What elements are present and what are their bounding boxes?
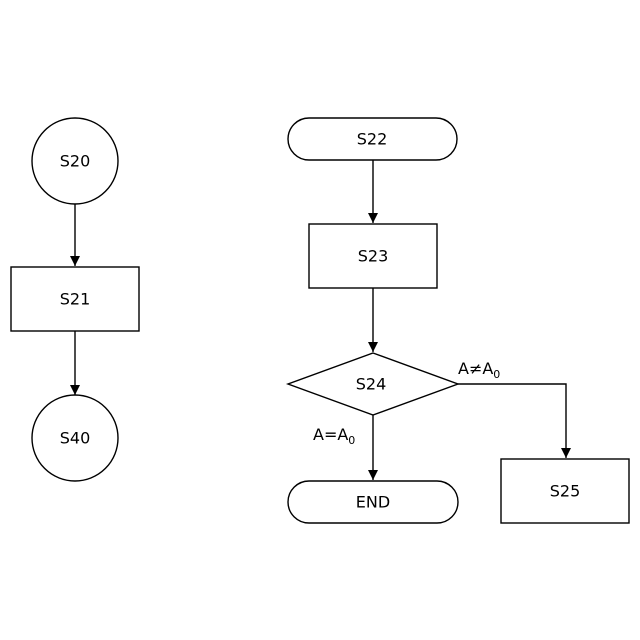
node-s21-label: S21 xyxy=(60,290,91,309)
node-s23: S23 xyxy=(309,224,437,288)
node-s24-label: S24 xyxy=(356,375,387,394)
condition-equal-base: A=A xyxy=(313,425,348,444)
condition-not-equal-subscript: 0 xyxy=(493,368,500,381)
condition-not-equal-base: A≠A xyxy=(458,359,493,378)
left-flow: S20 S21 S40 xyxy=(11,118,139,481)
condition-not-equal: A≠A0 xyxy=(458,359,500,381)
node-s40: S40 xyxy=(32,395,118,481)
condition-equal-subscript: 0 xyxy=(348,434,355,447)
node-s23-label: S23 xyxy=(358,247,389,266)
right-flow: S22 S23 S24 A=A0 A≠A0 END S25 xyxy=(288,118,629,523)
condition-equal: A=A0 xyxy=(313,425,355,447)
node-s22-label: S22 xyxy=(357,130,388,149)
node-s21: S21 xyxy=(11,267,139,331)
edge-s24-to-s25 xyxy=(458,384,566,458)
node-s25-label: S25 xyxy=(550,482,581,501)
node-s22: S22 xyxy=(288,118,457,160)
node-s40-label: S40 xyxy=(60,429,91,448)
node-s20-label: S20 xyxy=(60,152,91,171)
node-s20: S20 xyxy=(32,118,118,204)
node-s25: S25 xyxy=(501,459,629,523)
node-end: END xyxy=(288,481,458,523)
node-end-label: END xyxy=(356,493,390,512)
node-s24: S24 xyxy=(288,353,458,415)
